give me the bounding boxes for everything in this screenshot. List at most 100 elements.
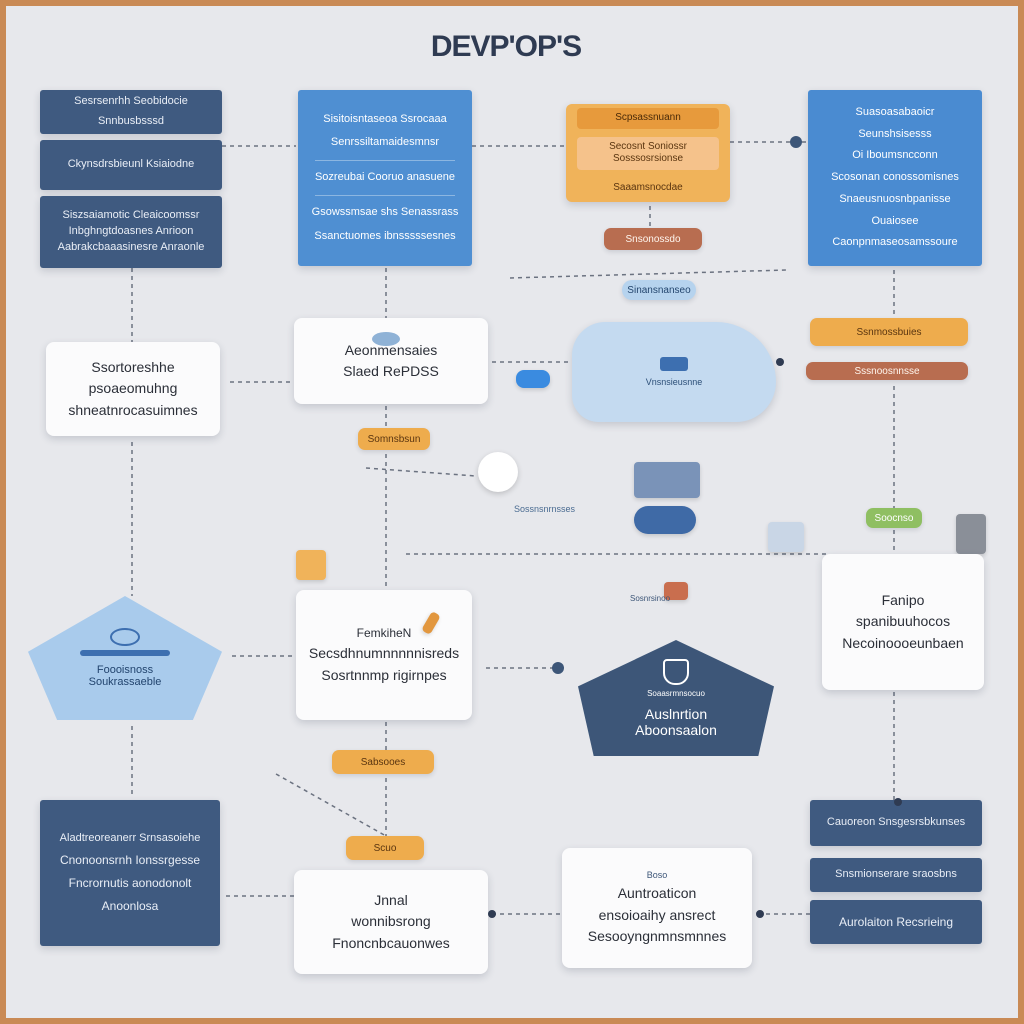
navy-card-1-subtitle: Snnbusbsssd bbox=[97, 115, 165, 127]
toggle-icon[interactable] bbox=[516, 370, 550, 388]
navy-card-3[interactable]: Siszsaiamotic Cleaicoomssr Inbghngtdoasn… bbox=[40, 196, 222, 268]
orange-bar-right[interactable]: Ssnmossbuies bbox=[810, 318, 968, 346]
blue-card-left-line-3: Sozreubai Cooruo anasuene bbox=[314, 171, 456, 184]
process-card-right[interactable]: Fanipo spanibuuhocos Necoinoooeunbaen bbox=[822, 554, 984, 690]
process-card-center-line-1: Aeonmensaies bbox=[344, 341, 438, 358]
navy-card-bottom-line-4: Anoonlosa bbox=[101, 899, 159, 914]
blue-card-right-line-6: Ouaiosee bbox=[871, 214, 919, 227]
blue-card-left-line-5: Ssanctuomes ibnsssssesnes bbox=[314, 229, 456, 242]
process-card-right-line-3: Necoinoooeunbaen bbox=[842, 634, 964, 651]
process-card-bottom-right[interactable]: Boso Auntroaticon ensoioaihy ansrect Ses… bbox=[562, 848, 752, 968]
orange-pill-bottom[interactable]: Scuo bbox=[346, 836, 424, 860]
navy-bar-right-2[interactable]: Snsmionserare sraosbns bbox=[810, 858, 982, 892]
process-card-bottom-right-label: Boso bbox=[646, 870, 668, 881]
orange-pill-mid[interactable]: Somnsbsun bbox=[358, 428, 430, 450]
blue-card-right-line-2: Seunshsisesss bbox=[858, 127, 932, 140]
brown-bar-right[interactable]: Sssnoosnnsse bbox=[806, 362, 968, 380]
connector-node bbox=[894, 798, 902, 806]
process-card-left-line-1: Ssortoreshhe bbox=[91, 358, 175, 375]
pale-pill[interactable]: Sinansnanseo bbox=[622, 280, 696, 300]
connector-diag bbox=[275, 773, 387, 837]
navy-card-1[interactable]: Sesrsenrhh Seobidocie Snnbusbsssd bbox=[40, 90, 222, 134]
connector-node bbox=[790, 136, 802, 148]
dark-diamond-small: Soaasrmnsocuo bbox=[647, 688, 705, 698]
divider bbox=[315, 194, 455, 196]
cloud-shape[interactable]: Vnsnsieusnne bbox=[572, 322, 776, 422]
navy-card-2-label: Ckynsdrsbieunl Ksiaiodne bbox=[67, 158, 195, 171]
shield-icon bbox=[663, 658, 689, 685]
left-diamond-line-2: Soukrassaeble bbox=[88, 676, 162, 688]
process-card-bottom-right-line-3: Sesooyngnmnsmnnes bbox=[587, 928, 727, 945]
connector-lines bbox=[131, 141, 895, 915]
status-circle-icon bbox=[478, 452, 518, 492]
process-card-mid[interactable]: FemkiheN Secsdhnumnnnnnisreds Sosrtnnmp … bbox=[296, 590, 472, 720]
process-card-bottom-left[interactable]: Jnnal wonnibsrong Fnoncnbcauonwes bbox=[294, 870, 488, 974]
small-label: Sosnrsinoo bbox=[630, 594, 671, 603]
cloud-icon bbox=[372, 332, 400, 346]
process-card-bottom-right-line-2: ensoioaihy ansrect bbox=[598, 906, 716, 923]
database-icon bbox=[956, 514, 986, 554]
process-card-bottom-left-line-1: Jnnal bbox=[374, 891, 408, 908]
navy-card-bottom-line-3: Fncrornutis aonodonolt bbox=[68, 876, 192, 891]
navy-card-2[interactable]: Ckynsdrsbieunl Ksiaiodne bbox=[40, 140, 222, 190]
mid-label: Sossnsnrnsses bbox=[514, 504, 576, 514]
navy-card-bottom[interactable]: Aladtreoreanerr Srnsasoiehe Cnonoonsrnh … bbox=[40, 800, 220, 946]
navy-card-3-line-3: Aabrakcbaaasinesre Anraonle bbox=[57, 240, 205, 253]
process-card-mid-line-2: Secsdhnumnnnnnisreds bbox=[308, 645, 460, 661]
blue-card-left[interactable]: Sisitoisntaseoa Ssrocaaa Senrssiltamaide… bbox=[298, 90, 472, 266]
blue-card-left-line-4: Gsowssmsae shs Senassrass bbox=[311, 205, 459, 218]
process-card-left-line-3: shneatnrocasuimnes bbox=[68, 401, 198, 418]
blue-card-right-line-4: Scosonan conossomisnes bbox=[831, 171, 959, 184]
process-card-left-line-2: psoaeomuhng bbox=[88, 380, 178, 397]
container-icon bbox=[768, 522, 804, 552]
connector-node bbox=[756, 910, 764, 918]
cloud-shape-label: Vnsnsieusnne bbox=[645, 377, 703, 387]
sync-icon bbox=[110, 628, 140, 646]
connector-node bbox=[776, 358, 784, 366]
progress-bar bbox=[80, 650, 170, 656]
process-card-bottom-left-line-2: wonnibsrong bbox=[351, 913, 431, 930]
package-icon bbox=[296, 550, 326, 580]
divider bbox=[315, 160, 455, 162]
connector-h9 bbox=[509, 269, 787, 279]
process-card-center-line-2: Slaed RePDSS bbox=[343, 363, 439, 379]
orange-card-header: Scpsassnuann bbox=[577, 108, 719, 129]
orange-card-middle: Secosnt Soniossr Sosssosrsionse bbox=[577, 136, 719, 170]
diagram-canvas: DEVP'OP'S Sesrsenrhh Seobidocie Snnbusbs… bbox=[6, 6, 1018, 1018]
navy-card-bottom-line-1: Aladtreoreanerr Srnsasoiehe bbox=[59, 831, 201, 844]
server-icon bbox=[660, 357, 688, 371]
orange-card[interactable]: Scpsassnuann Secosnt Soniossr Sosssosrsi… bbox=[566, 104, 730, 202]
navy-card-1-title: Sesrsenrhh Seobidocie bbox=[74, 95, 188, 108]
left-diamond-line-1: Foooisnoss bbox=[96, 664, 154, 676]
navy-card-3-line-2: Inbghngtdoasnes Anrioon bbox=[68, 225, 194, 238]
process-card-left[interactable]: Ssortoreshhe psoaeomuhng shneatnrocasuim… bbox=[46, 342, 220, 436]
process-card-center[interactable]: Aeonmensaies Slaed RePDSS bbox=[294, 318, 488, 404]
navy-bar-right-3[interactable]: Aurolaiton Recsrieing bbox=[810, 900, 982, 944]
connector-node bbox=[488, 910, 496, 918]
orange-pill-low[interactable]: Sabsooes bbox=[332, 750, 434, 774]
navy-bar-right-1[interactable]: Cauoreon Snsgesrsbkunses bbox=[810, 800, 982, 846]
dark-diamond-line-2: Aboonsaalon bbox=[635, 721, 717, 738]
diagram-title: DEVP'OP'S bbox=[430, 30, 582, 63]
process-card-right-line-2: spanibuuhocos bbox=[855, 613, 951, 630]
process-card-bottom-left-line-3: Fnoncnbcauonwes bbox=[332, 934, 450, 951]
deploy-icon bbox=[634, 506, 696, 534]
navy-card-bottom-line-2: Cnonoonsrnh Ionssrgesse bbox=[59, 853, 201, 868]
process-card-bottom-right-line-1: Auntroaticon bbox=[617, 885, 697, 902]
process-card-right-line-1: Fanipo bbox=[881, 591, 925, 608]
green-pill[interactable]: Soocnso bbox=[866, 508, 922, 528]
tag-icon bbox=[664, 582, 688, 600]
blue-card-right-line-1: Suasoasabaoicr bbox=[855, 105, 935, 118]
process-card-mid-line-1: FemkiheN bbox=[356, 626, 412, 640]
orange-card-footer: Saaamsnocdae bbox=[613, 181, 683, 193]
blue-card-left-line-1: Sisitoisntaseoa Ssrocaaa bbox=[323, 112, 447, 125]
brown-pill-top[interactable]: Snsonossdo bbox=[604, 228, 702, 250]
navy-card-3-line-1: Siszsaiamotic Cleaicoomssr bbox=[62, 209, 200, 222]
blue-card-left-line-2: Senrssiltamaidesmnsr bbox=[330, 136, 440, 149]
blue-card-right[interactable]: Suasoasabaoicr Seunshsisesss Oi Iboumsnc… bbox=[808, 90, 982, 266]
blue-card-right-line-3: Oi Iboumsncconn bbox=[852, 149, 938, 162]
blue-card-right-line-5: Snaeusnuosnbpanisse bbox=[839, 192, 951, 205]
blue-card-right-line-7: Caonpnmaseosamssoure bbox=[832, 236, 958, 249]
server-rack-icon bbox=[634, 462, 700, 498]
connector-h10 bbox=[365, 467, 477, 477]
